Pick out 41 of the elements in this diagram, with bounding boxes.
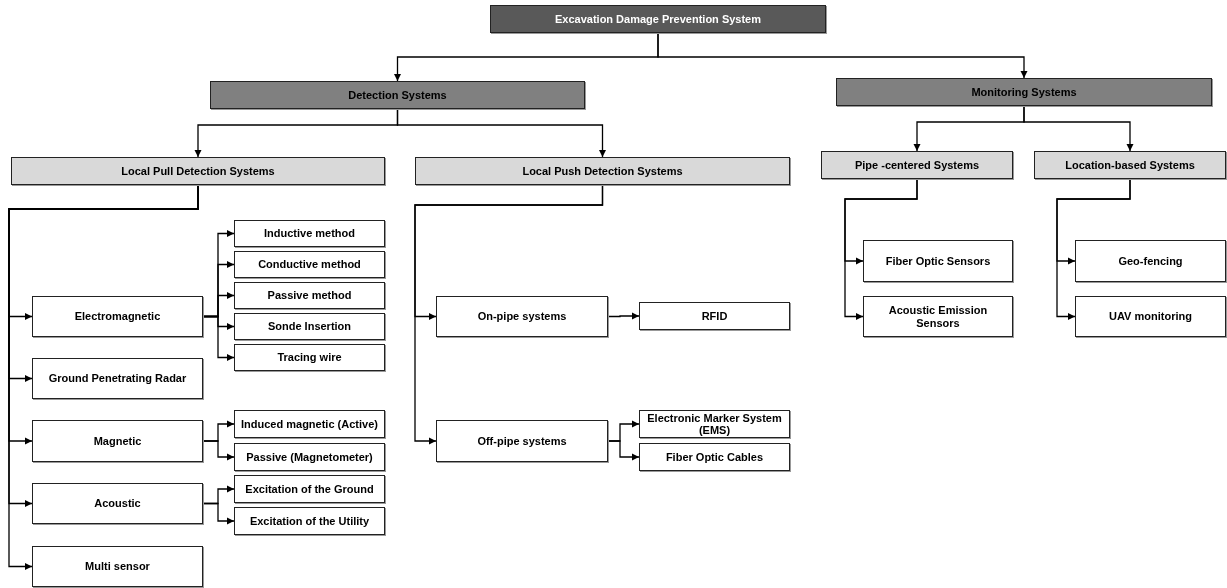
connector-arrow	[1023, 105, 1134, 152]
method-box: UAV monitoring	[1075, 296, 1226, 337]
method-box: Passive method	[234, 282, 385, 309]
category-box: Monitoring Systems	[836, 78, 1212, 106]
method-box: Acoustic Emission Sensors	[863, 296, 1013, 337]
title-box: Excavation Damage Prevention System	[490, 5, 826, 33]
method-box: Acoustic	[32, 483, 203, 524]
connector-arrow	[607, 312, 640, 320]
subcategory-box: Local Pull Detection Systems	[11, 157, 385, 185]
category-box: Detection Systems	[210, 81, 585, 109]
method-box: Tracing wire	[234, 344, 385, 371]
connector-arrow	[414, 184, 604, 445]
method-box: RFID	[639, 302, 790, 330]
method-box: Excitation of the Utility	[234, 507, 385, 535]
method-box: Fiber Optic Cables	[639, 443, 790, 471]
method-box: Electronic Marker System (EMS)	[639, 410, 790, 438]
method-box: Fiber Optic Sensors	[863, 240, 1013, 282]
method-box: Multi sensor	[32, 546, 203, 587]
method-box: On-pipe systems	[436, 296, 608, 337]
method-box: Off-pipe systems	[436, 420, 608, 462]
subcategory-box: Local Push Detection Systems	[415, 157, 790, 185]
subcategory-box: Pipe -centered Systems	[821, 151, 1013, 179]
method-box: Induced magnetic (Active)	[234, 410, 385, 438]
method-box: Inductive method	[234, 220, 385, 247]
method-box: Electromagnetic	[32, 296, 203, 337]
connector-arrow	[657, 32, 1028, 79]
method-box: Ground Penetrating Radar	[32, 358, 203, 399]
method-box: Excitation of the Ground	[234, 475, 385, 503]
method-box: Conductive method	[234, 251, 385, 278]
connector-arrow	[607, 440, 640, 461]
method-box: Passive (Magnetometer)	[234, 443, 385, 471]
connector-arrow	[202, 440, 235, 461]
connector-arrow	[396, 108, 606, 158]
method-box: Sonde Insertion	[234, 313, 385, 340]
connector-arrow	[1056, 178, 1131, 320]
method-box: Magnetic	[32, 420, 203, 462]
method-box: Geo-fencing	[1075, 240, 1226, 282]
subcategory-box: Location-based Systems	[1034, 151, 1226, 179]
connector-arrow	[202, 315, 235, 361]
connector-arrow	[844, 178, 918, 320]
connector-arrow	[202, 502, 235, 525]
